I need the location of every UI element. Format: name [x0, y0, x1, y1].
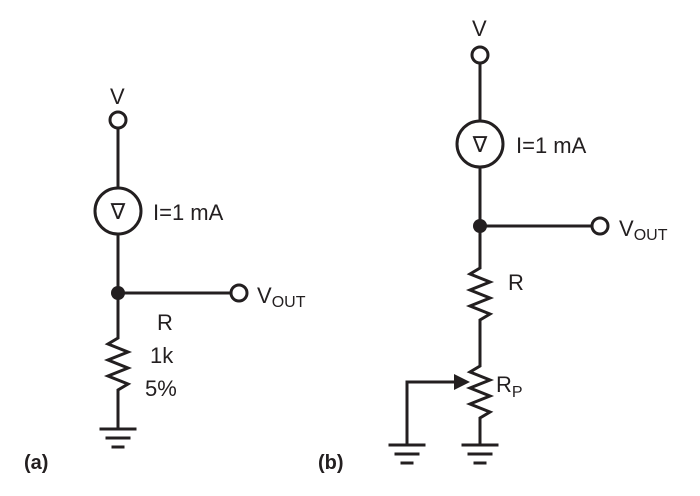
circuit-a-resistor-value: 1k: [150, 343, 174, 368]
circuit-b-tag: (b): [318, 452, 344, 474]
circuit-a-output-terminal: [229, 283, 249, 303]
circuit-b-ground: [461, 443, 499, 465]
circuit-b-wiper-wire: [405, 380, 458, 446]
circuit-b-pot-label: RP: [496, 372, 523, 401]
circuit-b-resistor-label: R: [508, 270, 524, 295]
circuit-a-supply-terminal: [108, 110, 128, 130]
circuit-b-current-source: ∇: [455, 119, 505, 169]
circuit-b-source-symbol: ∇: [472, 132, 488, 157]
circuit-a-current-source: ∇: [93, 186, 143, 236]
circuit-b-resistor: [465, 260, 495, 362]
circuit-a-tag: (a): [24, 452, 48, 474]
circuit-b-wiper-ground: [388, 443, 426, 465]
circuit-a-current-label: I=1 mA: [153, 200, 224, 225]
circuit-a-ground: [99, 427, 137, 449]
circuit-b-potentiometer: [465, 358, 495, 446]
circuit-a-resistor: [103, 328, 133, 430]
circuit-b-supply-terminal: [470, 45, 490, 65]
circuit-a: V ∇ I=1 mA VOUT R 1k 5% (a): [24, 84, 306, 474]
circuit-b-output-label: VOUT: [619, 216, 668, 244]
circuit-b-wiper-arrow: [454, 374, 470, 390]
circuit-a-resistor-label: R: [157, 310, 173, 335]
circuit-b-current-label: I=1 mA: [516, 133, 587, 158]
circuit-b: V ∇ I=1 mA VOUT R RP (b): [318, 16, 668, 474]
circuit-b-supply-label: V: [472, 16, 487, 41]
circuit-b-output-terminal: [590, 216, 610, 236]
circuit-a-source-symbol: ∇: [110, 199, 126, 224]
circuit-a-output-label: VOUT: [257, 283, 306, 311]
circuit-a-resistor-tolerance: 5%: [145, 376, 177, 401]
circuit-a-supply-label: V: [110, 84, 125, 109]
